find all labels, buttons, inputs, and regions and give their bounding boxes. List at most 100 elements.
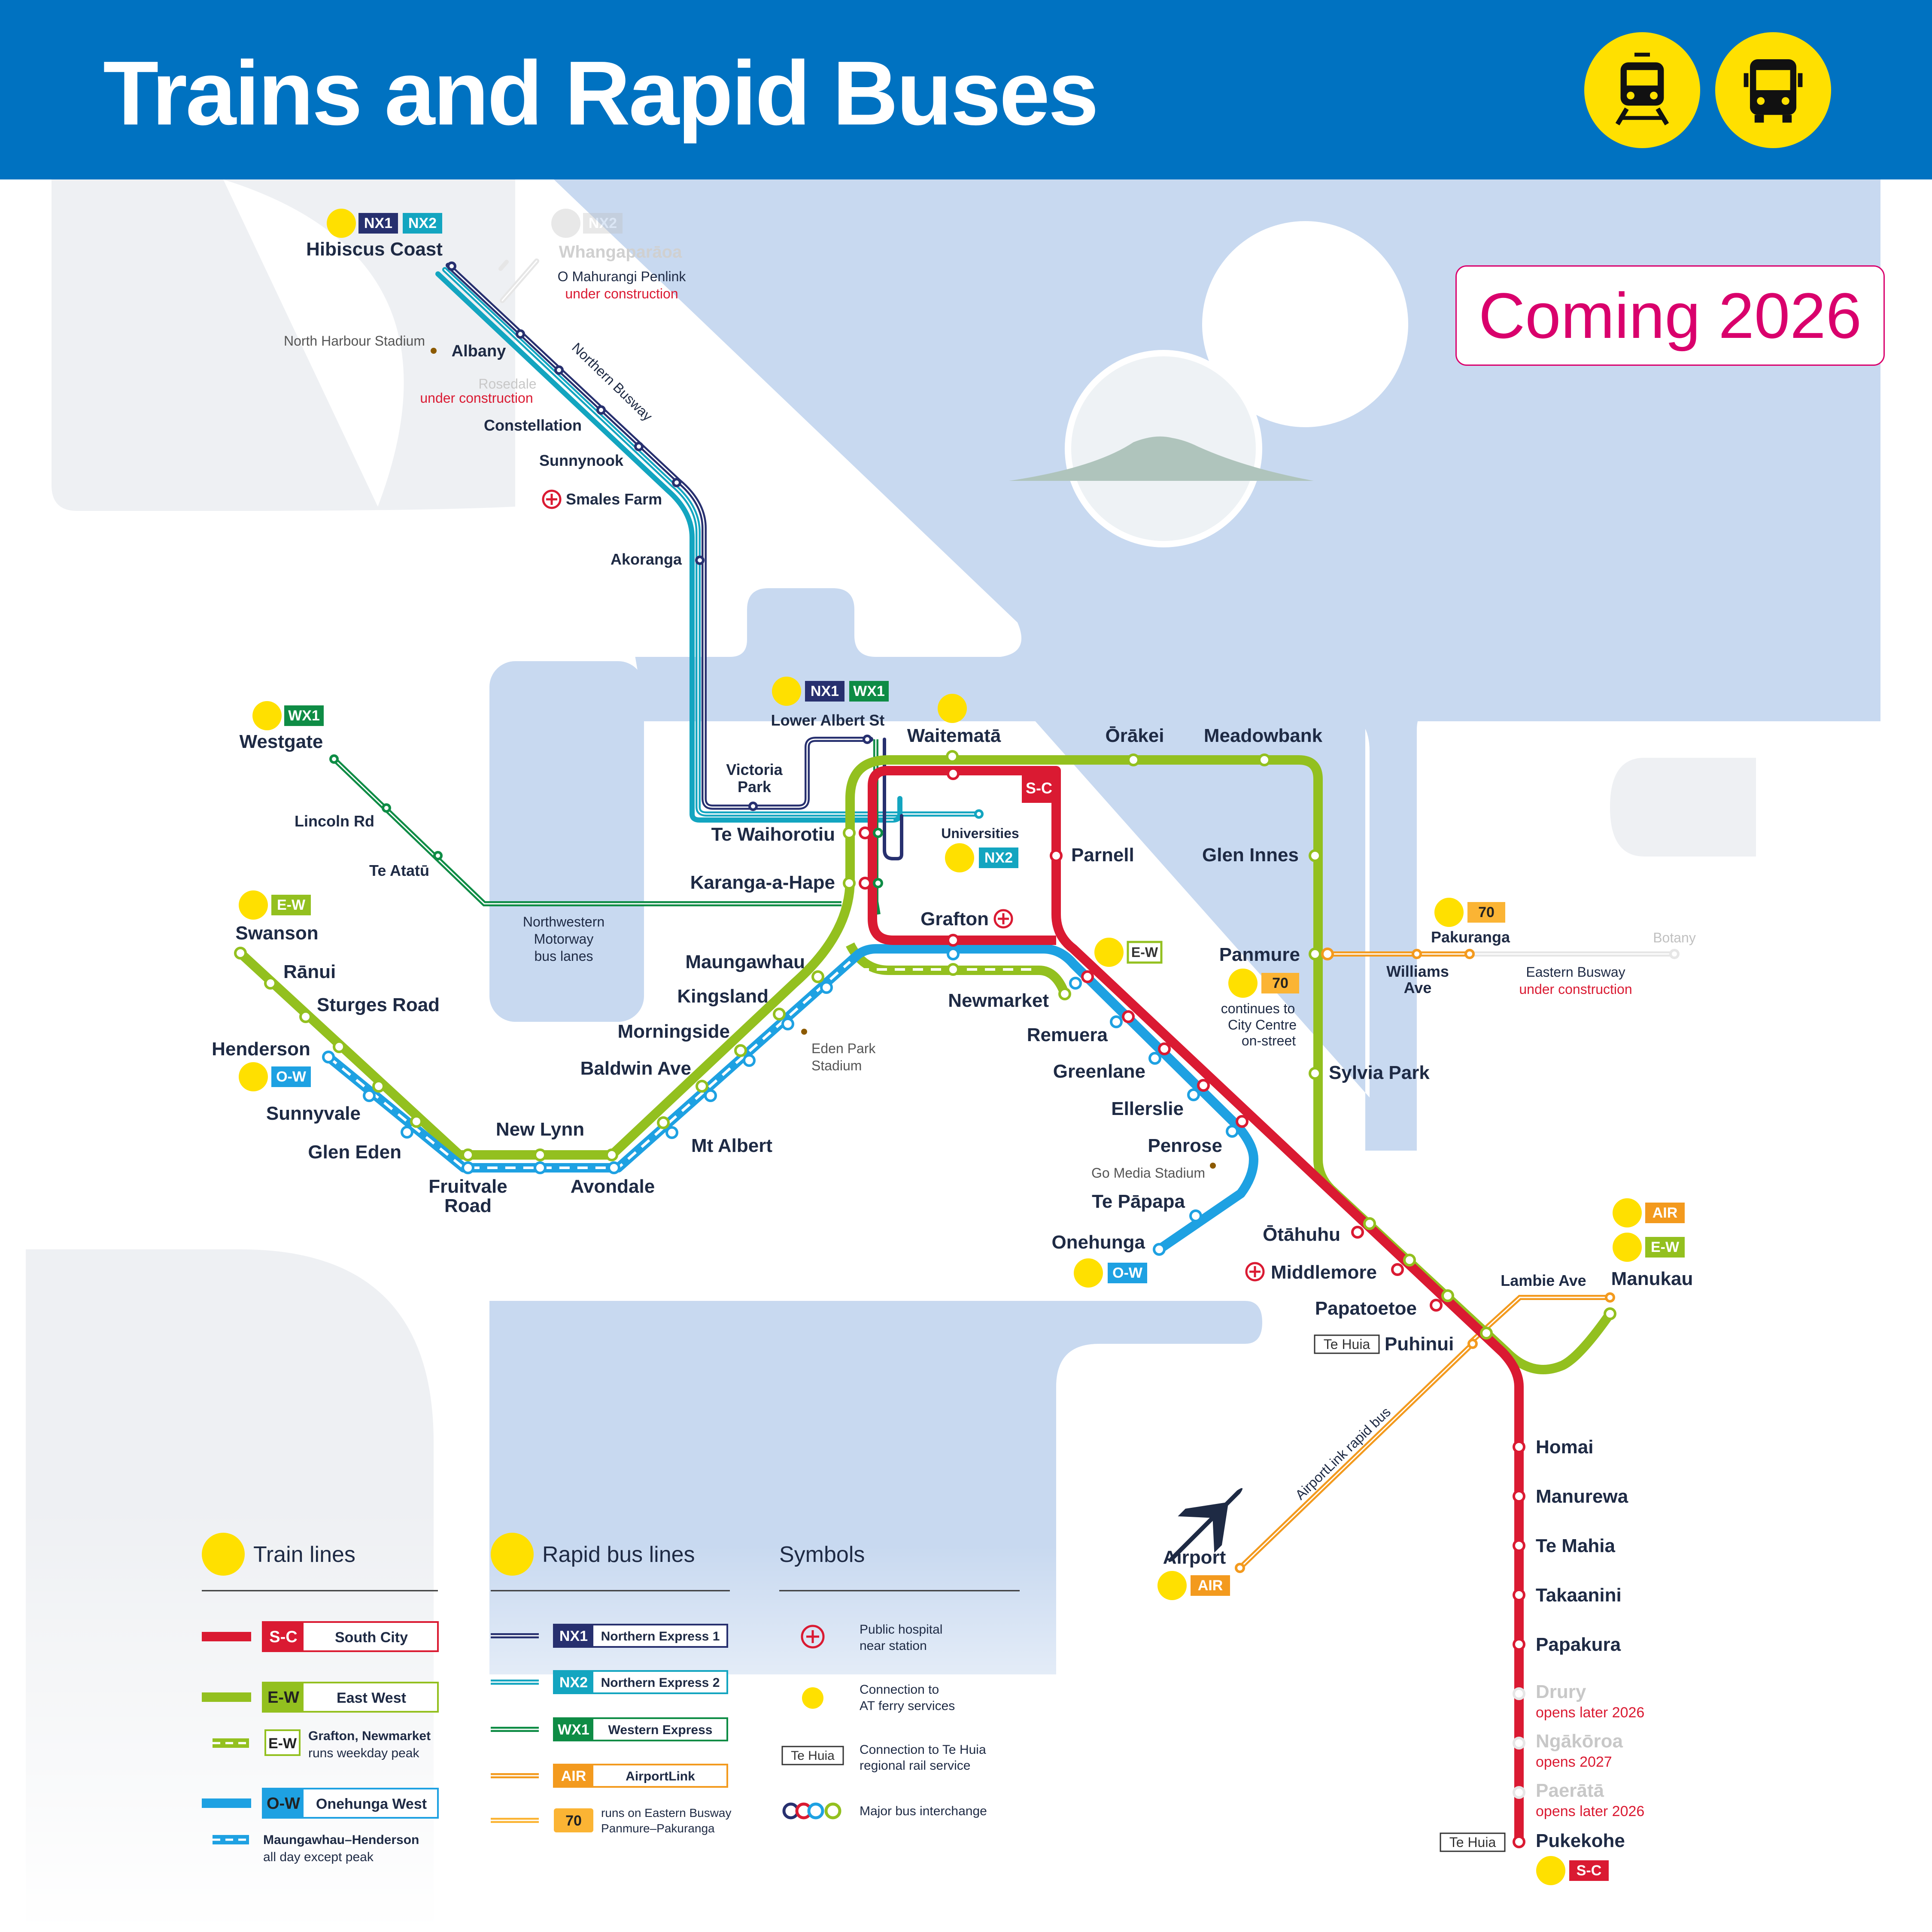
map-label: Grafton, Newmarket bbox=[308, 1729, 431, 1743]
map-label: NX2 bbox=[984, 850, 1013, 866]
map-label: Middlemore bbox=[1271, 1262, 1377, 1283]
map-label: AIR bbox=[1198, 1577, 1223, 1594]
ferry-icon bbox=[938, 694, 967, 723]
map-label: Sunnyvale bbox=[266, 1103, 361, 1124]
map-label: Whangaparāoa bbox=[559, 243, 682, 261]
map-label: Homai bbox=[1536, 1437, 1593, 1458]
map-label: Newmarket bbox=[948, 990, 1049, 1011]
map-label: Motorway bbox=[534, 931, 594, 947]
legend-wx1: WX1 Western Express bbox=[491, 1717, 728, 1741]
map-label: Symbols bbox=[779, 1542, 865, 1567]
map-label: North Harbour Stadium bbox=[284, 333, 425, 349]
map-label: Universities bbox=[941, 826, 1019, 841]
map-label: Ngākōroa bbox=[1536, 1731, 1623, 1752]
map-label: O-W bbox=[267, 1795, 300, 1813]
map-label: Te Huia bbox=[1449, 1835, 1496, 1850]
stadium-markers bbox=[431, 348, 1216, 1169]
map-label: Ave bbox=[1404, 979, 1432, 996]
map-label: City Centre bbox=[1228, 1017, 1297, 1033]
map-label: AT ferry services bbox=[860, 1699, 955, 1713]
map-label: Grafton bbox=[920, 908, 989, 930]
map-label: WX1 bbox=[288, 708, 320, 724]
map-label: Maungawhau–Henderson bbox=[263, 1833, 419, 1847]
map-label: Victoria bbox=[726, 761, 783, 778]
station-badges: NX1 NX2 NX2 WX1 NX1 WX1 NX2 S-C E-W bbox=[239, 209, 1685, 1885]
pukekohe-badges: S-C bbox=[1536, 1856, 1609, 1885]
pakuranga-badges: 70 bbox=[1434, 898, 1505, 927]
map-label: Lincoln Rd bbox=[295, 812, 374, 830]
map-label: NX2 bbox=[559, 1674, 588, 1691]
map-label: Hibiscus Coast bbox=[306, 239, 443, 260]
map-label: Remuera bbox=[1027, 1024, 1108, 1045]
map-label: Glen Innes bbox=[1202, 844, 1299, 866]
map-label: O-W bbox=[1112, 1265, 1143, 1281]
map-label: Road bbox=[444, 1195, 492, 1216]
legend-70: 70 runs on Eastern Busway Panmure–Pakura… bbox=[491, 1806, 732, 1835]
map-label: S-C bbox=[1577, 1862, 1602, 1879]
map-label: NX2 bbox=[589, 215, 617, 231]
map-label: Avondale bbox=[571, 1176, 655, 1197]
map-label: Takaanini bbox=[1536, 1585, 1622, 1606]
map-label: Ellerslie bbox=[1111, 1098, 1184, 1119]
airplane-icon bbox=[1168, 1488, 1243, 1562]
map-label: under construction bbox=[1519, 981, 1632, 997]
onehunga-west-line bbox=[324, 944, 1258, 1254]
bus-icon bbox=[1715, 32, 1831, 148]
page-title: Trains and Rapid Buses bbox=[103, 42, 1099, 144]
northern-busway bbox=[435, 258, 981, 860]
map-label: Maungawhau bbox=[685, 951, 805, 972]
map-label: New Lynn bbox=[496, 1119, 584, 1140]
map-label: Akoranga bbox=[611, 550, 682, 568]
map-label: East West bbox=[337, 1690, 406, 1706]
map-label: Te Atatū bbox=[369, 862, 429, 879]
legend-symbols: Symbols Public hospital near station Con… bbox=[779, 1542, 1020, 1820]
map-label: Sturges Road bbox=[317, 994, 440, 1015]
map-label: Airport bbox=[1163, 1547, 1226, 1568]
map-label: WX1 bbox=[558, 1722, 589, 1738]
map-label: WX1 bbox=[853, 683, 885, 699]
map-label: AirportLink rapid bus bbox=[1292, 1404, 1394, 1503]
map-label: Smales Farm bbox=[566, 490, 662, 508]
station-labels: Hibiscus Coast Whangaparāoa O Mahurangi … bbox=[212, 239, 1696, 1851]
map-label: O Mahurangi Penlink bbox=[558, 269, 687, 284]
map-label: Kingsland bbox=[677, 986, 769, 1007]
map-label: opens later 2026 bbox=[1536, 1704, 1644, 1721]
map-label: runs weekday peak bbox=[308, 1746, 419, 1760]
map-label: Ōtāhuhu bbox=[1263, 1224, 1340, 1245]
whangaparaoa-badges: NX2 bbox=[551, 209, 623, 238]
legend-nx2: NX2 Northern Express 2 bbox=[491, 1670, 728, 1694]
legend-train-lines: Train lines S-C South City E-W East West… bbox=[202, 1533, 439, 1864]
map-label: Fruitvale bbox=[428, 1176, 507, 1197]
map-label: Baldwin Ave bbox=[580, 1058, 691, 1079]
map-label: Connection to bbox=[860, 1683, 939, 1697]
map-label: Puhinui bbox=[1385, 1334, 1454, 1355]
map-label: Rosedale bbox=[478, 376, 536, 392]
map-label: Mt Albert bbox=[691, 1135, 772, 1156]
sc-badge-loop: S-C bbox=[1026, 779, 1052, 797]
train-icon bbox=[1584, 32, 1700, 148]
map-label: opens 2027 bbox=[1536, 1754, 1612, 1770]
map-label: Panmure–Pakuranga bbox=[601, 1822, 715, 1835]
map-label: Northwestern bbox=[523, 914, 605, 930]
hospital-icons bbox=[542, 489, 1265, 1282]
map-label: near station bbox=[860, 1639, 927, 1653]
map-label: opens later 2026 bbox=[1536, 1803, 1644, 1820]
lower-albert-badges: NX1 WX1 bbox=[772, 677, 889, 706]
map-label: Karanga-a-Hape bbox=[690, 872, 835, 893]
map-label: 70 bbox=[565, 1813, 582, 1829]
legend-bus-lines: Rapid bus lines NX1 Northern Express 1 N… bbox=[491, 1533, 732, 1835]
moon-decoration bbox=[1009, 221, 1408, 547]
map-label: Morningside bbox=[617, 1021, 730, 1042]
map-label: E-W bbox=[1131, 945, 1158, 960]
onehunga-badges: O-W bbox=[1074, 1258, 1147, 1288]
coming-2026-badge: Coming 2026 bbox=[1455, 265, 1885, 366]
henderson-badges: O-W bbox=[239, 1062, 311, 1091]
map-label: Drury bbox=[1536, 1681, 1586, 1702]
map-label: under construction bbox=[565, 286, 678, 301]
station-dots bbox=[234, 261, 1680, 1848]
map-label: Rānui bbox=[283, 961, 336, 982]
legend-nx1: NX1 Northern Express 1 bbox=[491, 1624, 728, 1648]
map-label: all day except peak bbox=[263, 1850, 374, 1864]
map-label: Stadium bbox=[811, 1058, 862, 1073]
map-label: Manurewa bbox=[1536, 1486, 1628, 1507]
